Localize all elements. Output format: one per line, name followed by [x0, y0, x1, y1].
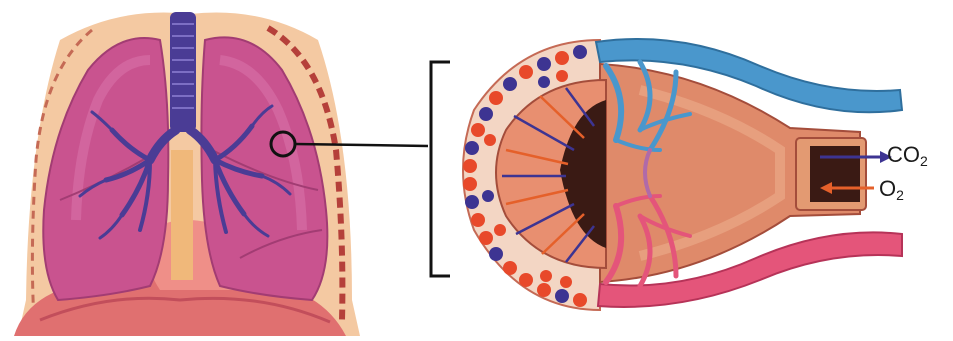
co2-label: CO2 [887, 144, 928, 168]
bracket-icon [431, 62, 450, 276]
o2-label: O2 [879, 178, 904, 202]
mediastinum [171, 150, 193, 280]
lungs-illustration [14, 12, 428, 336]
alveolus-illustration [463, 39, 902, 310]
